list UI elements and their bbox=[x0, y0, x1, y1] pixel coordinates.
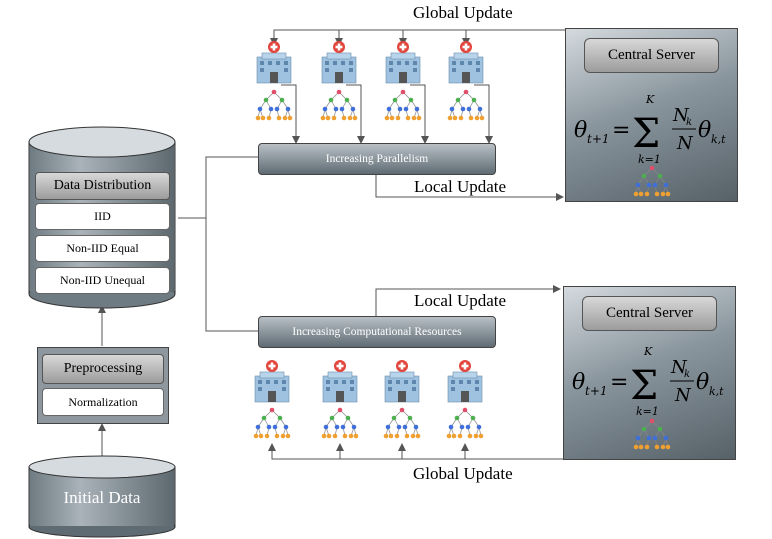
client-hospital-icon bbox=[321, 40, 357, 84]
global-update-top-line bbox=[270, 29, 565, 46]
central-server-top: Central Server θ t+1 = Σ K k=1 N k N θ k… bbox=[565, 28, 738, 202]
svg-text:N: N bbox=[670, 357, 688, 378]
distribution-option-non-iid-equal: Non-IID Equal bbox=[35, 235, 170, 262]
svg-text:k=1: k=1 bbox=[638, 153, 661, 166]
svg-text:K: K bbox=[643, 345, 653, 358]
svg-text:N: N bbox=[672, 105, 690, 126]
client-hospital-icon bbox=[448, 40, 484, 84]
svg-text:θ: θ bbox=[572, 370, 585, 395]
client-model-tree-icon bbox=[446, 407, 484, 439]
central-server-top-title: Central Server bbox=[584, 38, 719, 73]
client-hospital-icon bbox=[254, 359, 290, 403]
svg-text:k: k bbox=[686, 117, 692, 128]
client-model-tree-icon bbox=[383, 407, 421, 439]
client-model-tree-icon bbox=[384, 89, 422, 121]
svg-text:N: N bbox=[676, 133, 694, 154]
aggregation-formula-top: θ t+1 = Σ K k=1 N k N θ k,t bbox=[574, 93, 726, 166]
distribution-option-non-iid-unequal: Non-IID Unequal bbox=[35, 267, 170, 294]
client-model-tree-icon bbox=[320, 89, 358, 121]
svg-text:θ: θ bbox=[696, 370, 709, 395]
local-update-bottom-label: Local Update bbox=[414, 291, 507, 310]
svg-text:θ: θ bbox=[698, 118, 711, 143]
preprocessing-panel: Preprocessing Normalization bbox=[37, 347, 169, 424]
global-update-top-label: Global Update bbox=[413, 3, 513, 22]
central-server-bottom-title: Central Server bbox=[582, 296, 717, 331]
initial-data-cylinder bbox=[28, 455, 176, 538]
svg-text:=: = bbox=[612, 118, 630, 143]
client-hospital-icon bbox=[322, 359, 358, 403]
initial-data-label: Initial Data bbox=[63, 488, 141, 507]
svg-text:=: = bbox=[610, 370, 628, 395]
svg-text:K: K bbox=[645, 93, 655, 106]
local-update-bottom-line bbox=[375, 285, 561, 316]
svg-text:k,t: k,t bbox=[709, 385, 724, 398]
local-update-top-label: Local Update bbox=[414, 177, 507, 196]
data-distribution-title: Data Distribution bbox=[35, 172, 170, 200]
client-hospital-icon bbox=[447, 359, 483, 403]
aggregation-formula-bottom: θ t+1 = Σ K k=1 N k N θ k,t bbox=[572, 345, 724, 418]
svg-text:k=1: k=1 bbox=[636, 405, 659, 418]
central-server-bottom: Central Server θ t+1 = Σ K k=1 N k N θ k… bbox=[563, 286, 736, 460]
normalization-step: Normalization bbox=[42, 388, 164, 416]
svg-text:k: k bbox=[684, 369, 690, 380]
svg-text:Σ: Σ bbox=[632, 111, 660, 157]
global-update-bottom-line bbox=[268, 443, 628, 460]
client-model-tree-icon bbox=[321, 407, 359, 439]
local-update-top-line bbox=[375, 174, 564, 201]
svg-text:Σ: Σ bbox=[630, 363, 658, 409]
svg-text:k,t: k,t bbox=[711, 133, 726, 146]
increasing-parallelism-bar: Increasing Parallelism bbox=[258, 143, 496, 175]
global-model-tree-icon bbox=[633, 418, 671, 450]
client-hospital-icon bbox=[384, 359, 420, 403]
client-hospital-icon bbox=[385, 40, 421, 84]
client-model-tree-icon bbox=[447, 89, 485, 121]
svg-text:N: N bbox=[674, 385, 692, 406]
preprocessing-title: Preprocessing bbox=[42, 354, 164, 384]
global-update-bottom-label: Global Update bbox=[413, 464, 513, 483]
increasing-computational-resources-bar: Increasing Computational Resources bbox=[258, 316, 496, 348]
svg-text:θ: θ bbox=[574, 118, 587, 143]
client-model-tree-icon bbox=[253, 407, 291, 439]
global-model-tree-icon bbox=[633, 165, 671, 197]
svg-text:t+1: t+1 bbox=[585, 384, 608, 398]
client-hospital-icon bbox=[256, 40, 292, 84]
svg-text:t+1: t+1 bbox=[587, 132, 610, 146]
distribution-option-iid: IID bbox=[35, 203, 170, 230]
client-model-tree-icon bbox=[255, 89, 293, 121]
